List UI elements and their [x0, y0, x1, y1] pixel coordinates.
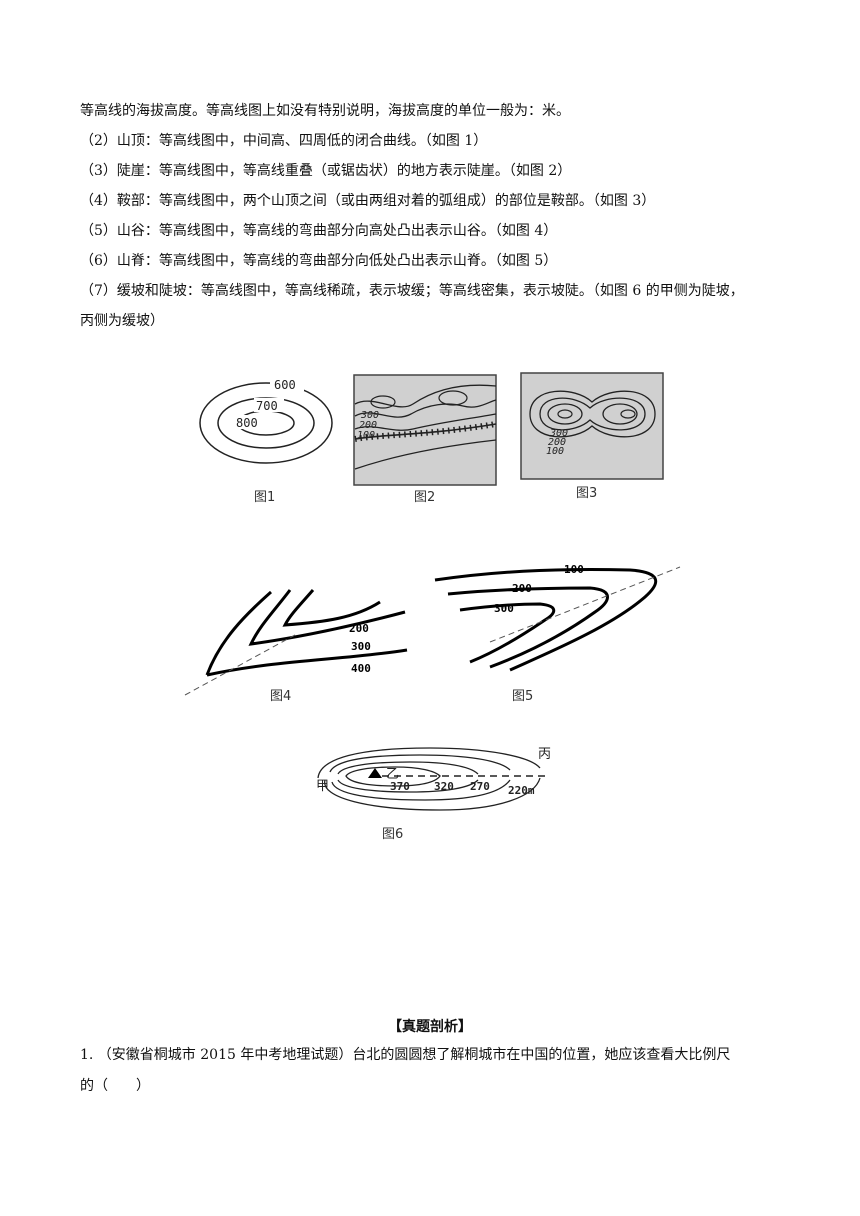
fig6-label-320: 320: [434, 780, 454, 793]
fig6-east-label: 丙: [538, 747, 551, 762]
figure-6-caption: 图6: [382, 827, 404, 842]
fig1-label-800: 800: [236, 416, 258, 430]
fig5-label-200: 200: [512, 582, 532, 595]
figure-2-caption: 图2: [414, 490, 436, 505]
fig3-label-200: 200: [548, 437, 566, 448]
section-title: 【真题剖析】: [388, 1019, 472, 1035]
fig6-west-label: 甲: [316, 779, 329, 794]
figure-5-ridge: 100 200 300: [434, 563, 681, 672]
fig6-label-370: 370: [390, 780, 410, 793]
figure-3-caption: 图3: [576, 486, 598, 501]
figure-4-valley: 200 300 400: [184, 589, 408, 696]
fig5-label-100: 100: [564, 563, 584, 576]
fig4-label-200: 200: [349, 622, 369, 635]
fig4-label-300: 300: [351, 640, 371, 653]
fig6-label-270: 270: [470, 780, 490, 793]
fig2-label-300: 300: [360, 410, 379, 421]
text-line-6: （6）山脊：等高线图中，等高线的弯曲部分向低处凸出表示山脊。（如图 5）: [80, 253, 558, 269]
text-line-1: 等高线的海拔高度。等高线图上如没有特别说明，海拔高度的单位一般为：米。: [80, 103, 570, 119]
fig2-label-100: 100: [357, 430, 375, 441]
figure-1-summit: 600 700 800: [199, 377, 333, 464]
fig4-label-400: 400: [351, 662, 371, 675]
text-line-8: 丙侧为缓坡）: [80, 313, 164, 329]
text-line-2: （2）山顶：等高线图中，中间高、四周低的闭合曲线。（如图 1）: [80, 133, 488, 149]
fig2-label-200: 200: [359, 420, 377, 431]
question-line-2: 的（ ）: [80, 1078, 150, 1094]
figure-3-saddle: 300 200 100: [520, 372, 664, 480]
fig1-label-700: 700: [256, 399, 278, 413]
figure-6-slopes: 乙 370 320 270 220m 甲 丙: [316, 747, 551, 811]
text-line-4: （4）鞍部：等高线图中，两个山顶之间（或由两组对着的弧组成）的部位是鞍部。（如图…: [80, 193, 656, 209]
figure-1-caption: 图1: [254, 490, 276, 505]
figure-5-caption: 图5: [512, 689, 534, 704]
fig5-label-300: 300: [494, 602, 514, 615]
text-line-5: （5）山谷：等高线图中，等高线的弯曲部分向高处凸出表示山谷。（如图 4）: [80, 223, 558, 239]
fig1-label-600: 600: [274, 378, 296, 392]
fig3-label-100: 100: [546, 446, 564, 457]
text-line-3: （3）陡崖：等高线图中，等高线重叠（或锯齿状）的地方表示陡崖。（如图 2）: [80, 163, 572, 179]
fig6-peak-label: 乙: [386, 767, 399, 782]
text-line-7: （7）缓坡和陡坡：等高线图中，等高线稀疏，表示坡缓；等高线密集，表示坡陡。（如图…: [80, 283, 744, 299]
figure-2-cliff: 300 200 100: [353, 374, 497, 486]
fig3-label-300: 300: [549, 428, 568, 439]
question-line-1: 1. （安徽省桐城市 2015 年中考地理试题）台北的圆圆想了解桐城市在中国的位…: [80, 1047, 731, 1063]
figure-4-caption: 图4: [270, 689, 292, 704]
fig6-label-220m: 220m: [508, 784, 535, 797]
